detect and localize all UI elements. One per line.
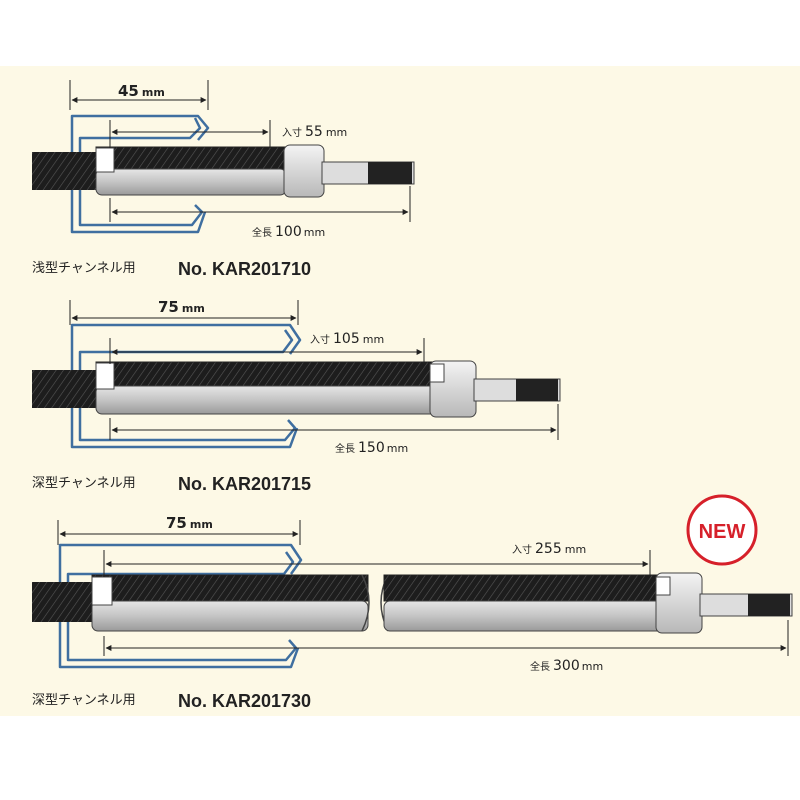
dim-insert-unit: mm [565,543,586,556]
threaded-stud [32,370,100,408]
tool-nut-rear [655,576,671,596]
tool-body-thread-2 [383,574,667,602]
caption-type: 浅型チャンネル用 [32,261,136,276]
dim-channel-width-value: 45 [118,82,139,100]
dim-insert-value: 105 [333,331,360,347]
dim-total-value: 150 [358,440,385,456]
dim-total-unit: mm [304,226,325,239]
tool-body-thread [91,574,369,602]
new-badge-label: NEW [699,521,746,543]
dim-total-prefix: 全長 [252,226,272,239]
dim-insert-value: 55 [305,124,323,140]
caption-type: 深型チャンネル用 [32,476,136,491]
dim-total-value: 300 [553,658,580,674]
caption-model-no: No. KAR201715 [178,474,311,494]
tool-body-thread [95,146,287,170]
threaded-stud [32,582,100,622]
tool-nut-front [95,147,115,173]
dim-total-unit: mm [582,660,603,673]
threaded-stud [32,152,100,190]
tool-nut-front [91,576,113,606]
dim-insert-unit: mm [363,333,384,346]
tool-nut-front [95,362,115,390]
tool-sleeve [95,385,441,415]
dim-insert-value: 255 [535,541,562,557]
caption-type: 深型チャンネル用 [32,693,136,708]
dim-insert-prefix: 入寸 [512,543,532,556]
dim-total-prefix: 全長 [335,442,355,455]
dim-channel-width-unit: mm [190,518,213,531]
new-badge: NEW [686,494,758,566]
tool-body-thread [95,361,441,387]
dim-channel-width-value: 75 [166,514,187,532]
tool-sleeve [91,600,369,632]
dim-total-value: 100 [275,224,302,240]
hex-head [283,144,325,198]
caption-model-no: No. KAR201710 [178,259,311,279]
dim-total-prefix: 全長 [530,660,550,673]
caption-model-no: No. KAR201730 [178,691,311,711]
dim-channel-width-unit: mm [142,86,165,99]
tool-sleeve-2 [383,600,667,632]
dim-total-unit: mm [387,442,408,455]
dim-insert-prefix: 入寸 [310,333,330,346]
dim-channel-width-unit: mm [182,302,205,315]
dim-channel-width-value: 75 [158,298,179,316]
dim-insert-prefix: 入寸 [282,126,302,139]
dim-insert-unit: mm [326,126,347,139]
tool-nut-rear [429,363,445,383]
tool-sleeve [95,168,287,196]
